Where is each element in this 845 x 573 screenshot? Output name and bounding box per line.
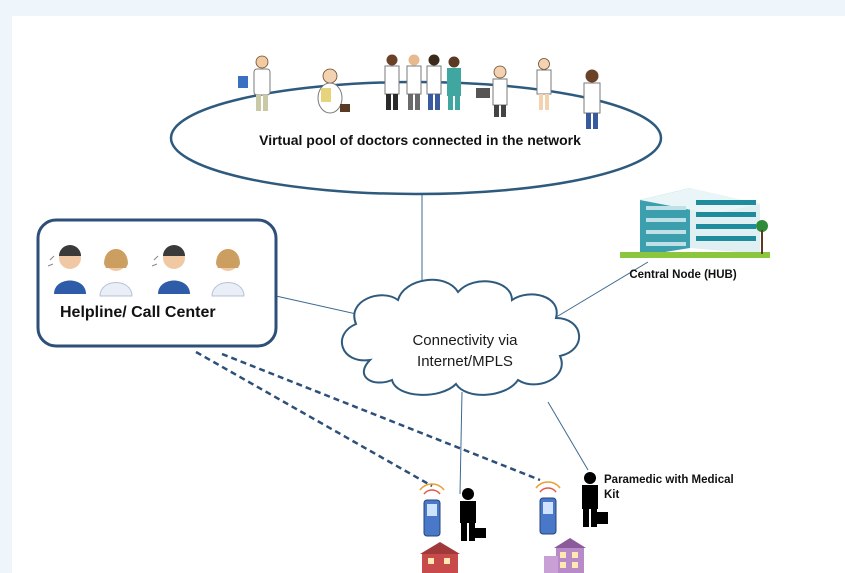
link-cloud-mobile-1 bbox=[459, 391, 463, 495]
link-hub-cloud bbox=[547, 261, 649, 323]
connectivity-cloud bbox=[340, 278, 580, 396]
call-agent-icon bbox=[47, 245, 86, 294]
doctor-icon bbox=[426, 54, 442, 110]
call-agent-icon bbox=[211, 249, 245, 297]
doctor-icon bbox=[406, 54, 422, 110]
doctor-pool-label: Virtual pool of doctors connected in the… bbox=[259, 132, 581, 148]
doctor-icon bbox=[447, 56, 461, 110]
house-icon bbox=[544, 538, 586, 573]
cloud-label: Connectivity via Internet/MPLS bbox=[412, 332, 518, 370]
paramedic-label: Paramedic with Medical Kit bbox=[604, 474, 734, 501]
mobile-phone-icon bbox=[419, 483, 445, 537]
doctor-icon bbox=[238, 55, 271, 111]
house-icon bbox=[420, 542, 460, 573]
person-with-kit-icon bbox=[582, 472, 608, 527]
doctor-group bbox=[238, 54, 601, 129]
link-cloud-paramedic bbox=[547, 401, 589, 471]
doctor-icon bbox=[317, 68, 350, 114]
person-with-kit-icon bbox=[460, 488, 486, 541]
doctor-icon bbox=[583, 69, 601, 129]
hospital-building-icon bbox=[620, 188, 770, 258]
helpline-label: Helpline/ Call Center bbox=[60, 304, 216, 321]
helpline-box bbox=[36, 218, 278, 348]
call-agent-icon bbox=[151, 245, 190, 294]
hub-label: Central Node (HUB) bbox=[629, 269, 737, 281]
dashed-links bbox=[195, 350, 541, 488]
dashed-link-mobile-1 bbox=[195, 350, 433, 488]
doctor-icon bbox=[476, 65, 508, 117]
call-agent-icon bbox=[99, 249, 133, 297]
doctor-icon bbox=[536, 58, 552, 110]
mobile-phone-icon bbox=[535, 481, 561, 535]
doctor-icon bbox=[384, 54, 400, 110]
call-agent-group bbox=[47, 245, 245, 297]
dashed-link-mobile-2 bbox=[221, 352, 541, 482]
